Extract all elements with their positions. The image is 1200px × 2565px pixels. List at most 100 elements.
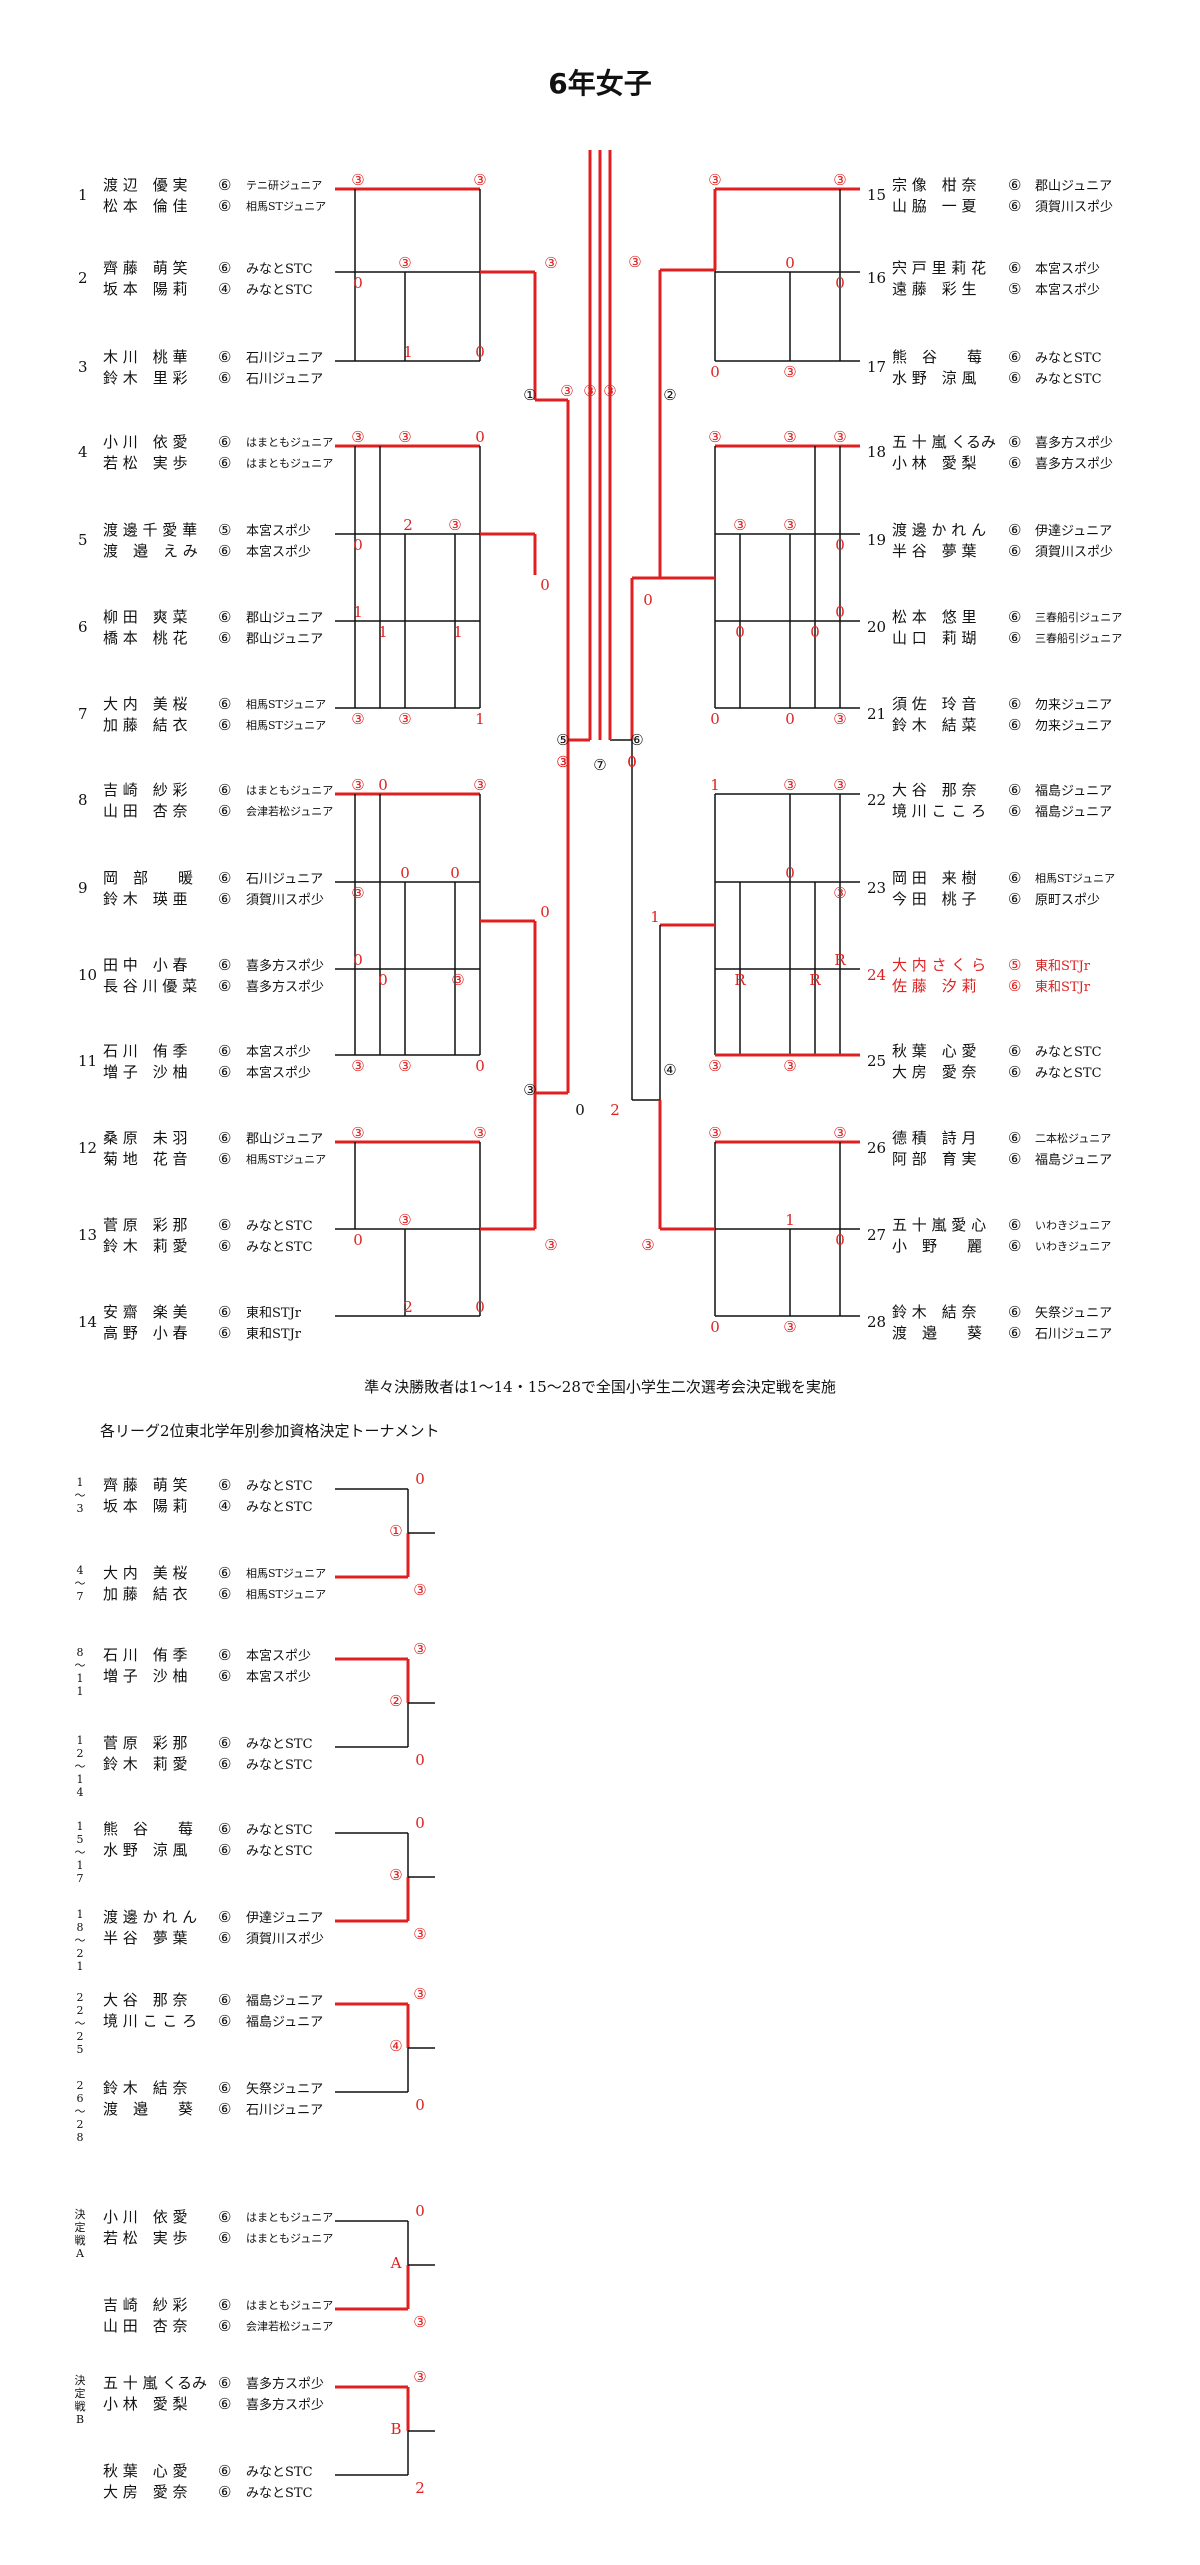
player-name: 岡 部 暖 bbox=[103, 869, 194, 887]
player-club: 三春船引ジュニア bbox=[1035, 611, 1123, 624]
match-score: 0 bbox=[378, 776, 388, 794]
player-club: 会津若松ジュニア bbox=[246, 805, 334, 818]
player-grade: ⑥ bbox=[218, 869, 232, 887]
match-label: A bbox=[390, 2254, 402, 2272]
player-name: 若 松 実 歩 bbox=[103, 2229, 188, 2247]
player-club: 福島ジュニア bbox=[246, 2015, 324, 2030]
player-grade: ⑥ bbox=[218, 1841, 232, 1859]
entry-number: 19 bbox=[867, 531, 887, 549]
player-name: 吉 崎 紗 彩 bbox=[103, 2296, 188, 2314]
match-score: 0 bbox=[575, 1101, 585, 1119]
match-score: ③ bbox=[833, 710, 847, 728]
player-grade: ⑥ bbox=[218, 1042, 232, 1060]
player-name: 若 松 実 歩 bbox=[103, 454, 188, 472]
player-name: 安 齋 楽 美 bbox=[103, 1303, 188, 1321]
match-label: ③ bbox=[389, 1866, 403, 1884]
match-score: ③ bbox=[398, 254, 412, 272]
player-grade: ⑥ bbox=[218, 1150, 232, 1168]
player-grade: ⑥ bbox=[218, 369, 232, 387]
match-score: 0 bbox=[785, 254, 795, 272]
player-grade: ⑥ bbox=[1008, 716, 1022, 734]
player-name: 水 野 涼 風 bbox=[103, 1841, 188, 1859]
player-club: 相馬STジュニア bbox=[246, 1567, 327, 1580]
player-name: 田 中 小 春 bbox=[103, 956, 188, 974]
player-club: 本宮スポ少 bbox=[246, 545, 312, 560]
player-club: 福島ジュニア bbox=[1035, 784, 1113, 799]
match-score: ③ bbox=[708, 1124, 722, 1142]
player-name: 五 十 嵐 愛 心 bbox=[892, 1216, 987, 1234]
player-name: 小 林 愛 梨 bbox=[103, 2395, 188, 2413]
match-score: 2 bbox=[610, 1101, 620, 1119]
match-score: ③ bbox=[413, 2368, 427, 2386]
match-score: ③ bbox=[708, 1057, 722, 1075]
match-score: 0 bbox=[785, 864, 795, 882]
player-club: 石川ジュニア bbox=[1035, 1327, 1113, 1342]
entry-number: 17 bbox=[867, 358, 887, 376]
player-name: 齊 藤 萌 笑 bbox=[103, 1476, 188, 1494]
player-grade: ⑥ bbox=[1008, 608, 1022, 626]
player-name: 渡 邉 葵 bbox=[892, 1324, 983, 1342]
player-club: 本宮スポ少 bbox=[246, 1670, 312, 1685]
match-score: ③ bbox=[473, 776, 487, 794]
entry-number: 8 bbox=[78, 791, 88, 809]
entry-number: 25 bbox=[867, 1052, 887, 1070]
player-club: みなとSTC bbox=[1035, 1045, 1102, 1060]
round-label: ⑥ bbox=[630, 731, 644, 749]
round-label: ① bbox=[523, 386, 537, 404]
player-club: みなとSTC bbox=[246, 1240, 313, 1255]
player-name: 吉 崎 紗 彩 bbox=[103, 781, 188, 799]
player-grade: ⑥ bbox=[218, 454, 232, 472]
player-grade: ⑥ bbox=[1008, 369, 1022, 387]
player-club: みなとSTC bbox=[246, 283, 313, 298]
player-club: 郡山ジュニア bbox=[1035, 179, 1113, 194]
match-score: 0 bbox=[378, 971, 388, 989]
player-grade: ⑥ bbox=[218, 2462, 232, 2480]
player-grade: ⑥ bbox=[1008, 1216, 1022, 1234]
player-grade: ⑥ bbox=[218, 197, 232, 215]
player-grade: ⑥ bbox=[218, 1063, 232, 1081]
match-score: ③ bbox=[833, 884, 847, 902]
entry-number: 18 bbox=[867, 443, 887, 461]
match-score: ③ bbox=[641, 1236, 655, 1254]
player-name: 半 谷 夢 葉 bbox=[892, 542, 977, 560]
match-score: ③ bbox=[733, 516, 747, 534]
player-club: 喜多方スポ少 bbox=[1035, 436, 1114, 451]
player-name: 齊 藤 萌 笑 bbox=[103, 259, 188, 277]
match-score: 2 bbox=[403, 516, 413, 534]
player-club: 福島ジュニア bbox=[1035, 1153, 1113, 1168]
player-name: 佐 藤 汐 莉 bbox=[892, 977, 977, 995]
match-score: ③ bbox=[351, 1124, 365, 1142]
player-club: 郡山ジュニア bbox=[246, 1132, 324, 1147]
player-club: 東和STJr bbox=[1035, 980, 1091, 995]
player-name: 宍 戸 里 莉 花 bbox=[892, 259, 987, 277]
player-grade: ⑥ bbox=[1008, 1150, 1022, 1168]
player-name: 坂 本 陽 莉 bbox=[103, 280, 188, 298]
player-club: 喜多方スポ少 bbox=[246, 980, 325, 995]
match-score: 0 bbox=[643, 591, 653, 609]
player-club: 勿来ジュニア bbox=[1035, 719, 1113, 734]
match-score: 0 bbox=[400, 864, 410, 882]
player-name: 渡 邊 千 愛 華 bbox=[103, 521, 198, 539]
player-name: 大 内 さ く ら bbox=[892, 956, 987, 974]
match-score: 0 bbox=[353, 536, 363, 554]
match-score: ③ bbox=[833, 776, 847, 794]
match-score: ③ bbox=[583, 382, 597, 400]
player-grade: ⑥ bbox=[218, 1908, 232, 1926]
side-label: 1 〜 3 bbox=[74, 1476, 86, 1515]
player-club: 矢祭ジュニア bbox=[1035, 1306, 1113, 1321]
player-grade: ⑥ bbox=[218, 2208, 232, 2226]
player-name: 熊 谷 莓 bbox=[892, 348, 983, 366]
player-club: 須賀川スポ少 bbox=[246, 1932, 325, 1947]
match-score: ③ bbox=[628, 253, 642, 271]
player-name: 秋 葉 心 愛 bbox=[892, 1042, 977, 1060]
player-name: 大 房 愛 奈 bbox=[103, 2483, 188, 2501]
player-club: 石川ジュニア bbox=[246, 372, 324, 387]
entry-number: 12 bbox=[78, 1139, 98, 1157]
player-grade: ⑥ bbox=[1008, 176, 1022, 194]
player-name: 阿 部 育 実 bbox=[892, 1150, 977, 1168]
player-grade: ⑥ bbox=[1008, 869, 1022, 887]
match-score: ③ bbox=[398, 1057, 412, 1075]
player-name: 鈴 木 莉 愛 bbox=[103, 1237, 188, 1255]
player-club: 相馬STジュニア bbox=[246, 1153, 327, 1166]
